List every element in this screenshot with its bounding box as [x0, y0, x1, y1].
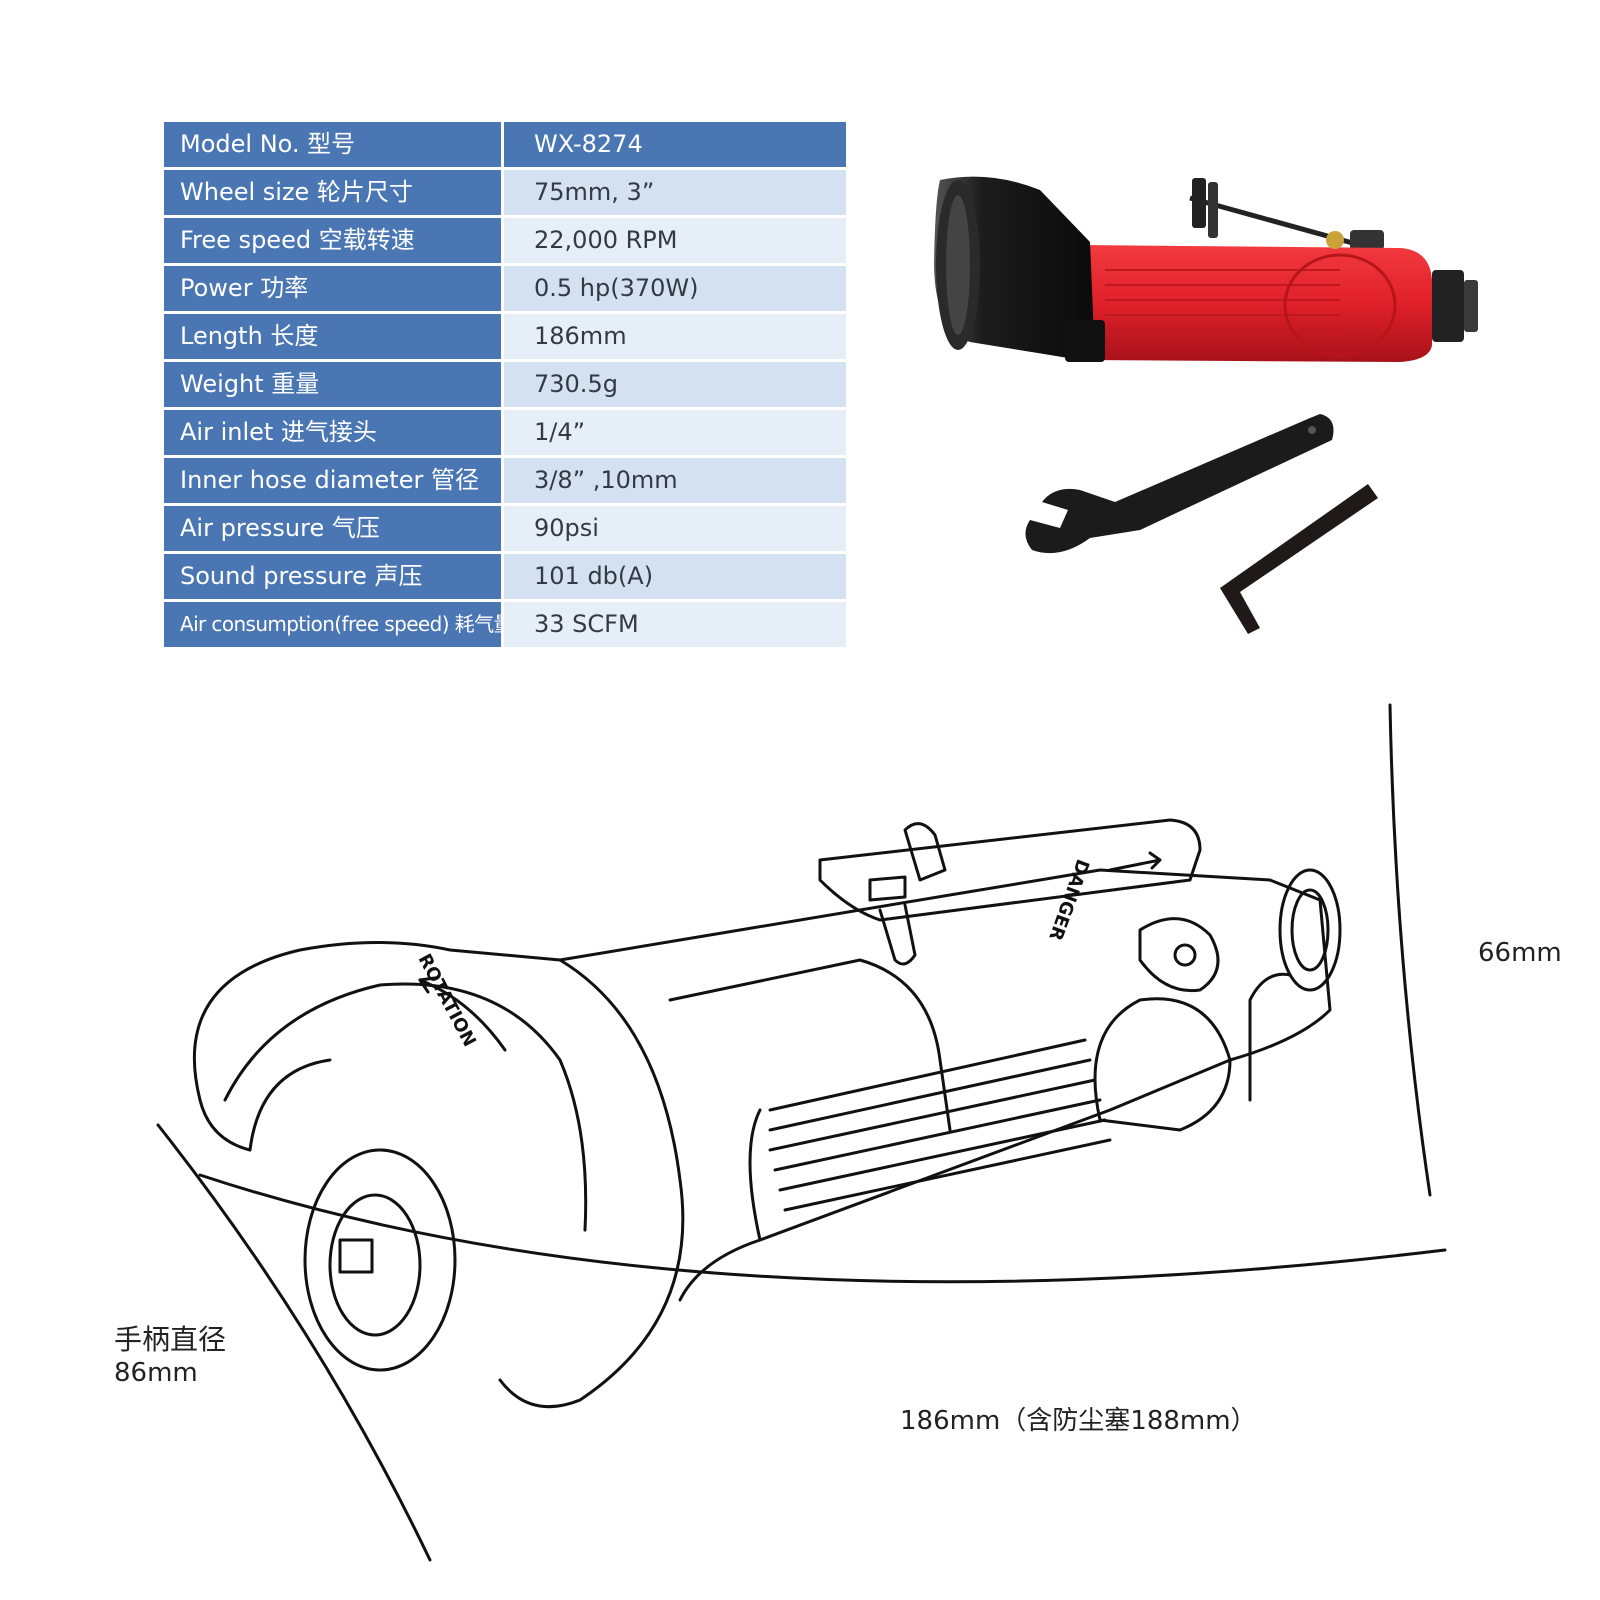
rotation-arrow: [418, 978, 507, 1052]
rotation-label: ROTATION: [414, 950, 480, 1050]
length-dimension-label: 186mm（含防尘塞188mm）: [900, 1406, 1257, 1436]
spec-label: Power 功率: [164, 266, 501, 311]
spec-label: Length 长度: [164, 314, 501, 359]
length-dimension-arc: [198, 1173, 1447, 1284]
spec-value: 33 SCFM: [504, 602, 846, 647]
spec-label: Sound pressure 声压: [164, 554, 501, 599]
air-inlet-fitting: [1432, 270, 1464, 342]
spec-label: Air consumption(free speed) 耗气量: [164, 602, 501, 647]
height-dimension-arc: [1388, 703, 1432, 1197]
spec-label: Air pressure 气压: [164, 506, 501, 551]
spec-label: Weight 重量: [164, 362, 501, 407]
spec-value: 3/8” ,10mm: [504, 458, 846, 503]
handle-dimension-label: 86mm: [114, 1358, 198, 1388]
spindle-hub: [303, 1148, 457, 1372]
handle-dimension-arc: [156, 1123, 432, 1562]
spec-value: 90psi: [504, 506, 846, 551]
spec-label: Inner hose diameter 管径: [164, 458, 501, 503]
spec-label: Air inlet 进气接头: [164, 410, 501, 455]
trigger-lever: [1189, 178, 1386, 255]
tool-body-outline: [558, 868, 1332, 1302]
wheel-cover: [192, 941, 685, 1409]
spec-value: 22,000 RPM: [504, 218, 846, 263]
spec-row-sound-pressure: Sound pressure 声压 101 db(A): [164, 551, 846, 599]
spec-row-air-consumption: Air consumption(free speed) 耗气量 33 SCFM: [164, 599, 846, 647]
wrench-icon: [1025, 414, 1334, 554]
rear-connector: [1278, 868, 1342, 992]
spec-value: WX-8274: [504, 122, 846, 167]
cutoff-tool-photo: [934, 176, 1478, 362]
spec-label: Model No. 型号: [164, 122, 501, 167]
spec-row-power: Power 功率 0.5 hp(370W): [164, 263, 846, 311]
safety-lever: [818, 818, 1202, 922]
spec-value: 101 db(A): [504, 554, 846, 599]
tool-line-drawing: ROTATION DANGER: [156, 703, 1447, 1562]
height-dimension-label: 66mm: [1478, 938, 1562, 968]
spec-row-air-inlet: Air inlet 进气接头 1/4”: [164, 407, 846, 455]
spec-label: Free speed 空载转速: [164, 218, 501, 263]
spec-row-wheel-size: Wheel size 轮片尺寸 75mm, 3”: [164, 167, 846, 215]
spec-value: 730.5g: [504, 362, 846, 407]
spec-row-free-speed: Free speed 空载转速 22,000 RPM: [164, 215, 846, 263]
hex-key-icon: [1220, 484, 1378, 634]
spec-row-weight: Weight 重量 730.5g: [164, 359, 846, 407]
spec-row-hose-diameter: Inner hose diameter 管径 3/8” ,10mm: [164, 455, 846, 503]
spec-row-air-pressure: Air pressure 气压 90psi: [164, 503, 846, 551]
tool-body: [1080, 245, 1432, 362]
lever-warning-label: DANGER: [1044, 856, 1093, 943]
spec-row-model: Model No. 型号 WX-8274: [164, 122, 846, 167]
spec-label: Wheel size 轮片尺寸: [164, 170, 501, 215]
spec-value: 1/4”: [504, 410, 846, 455]
handle-dimension-label-cn: 手柄直径: [114, 1323, 227, 1356]
spec-value: 186mm: [504, 314, 846, 359]
spec-value: 0.5 hp(370W): [504, 266, 846, 311]
spec-row-length: Length 长度 186mm: [164, 311, 846, 359]
spec-table: Model No. 型号 WX-8274 Wheel size 轮片尺寸 75m…: [164, 122, 846, 647]
spec-value: 75mm, 3”: [504, 170, 846, 215]
